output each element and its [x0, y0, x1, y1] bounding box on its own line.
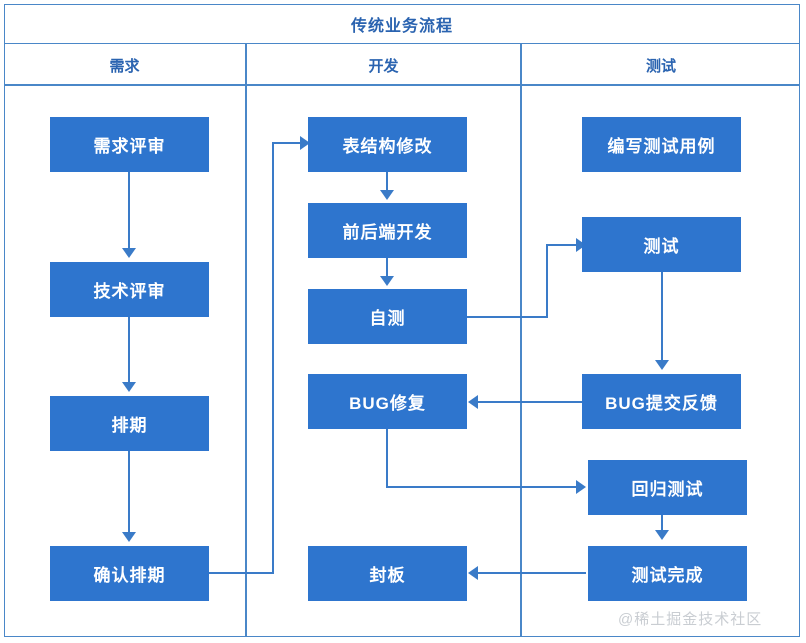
edge-line-schedule-to-confirm-schedule — [128, 451, 130, 534]
edge-arrow-confirm-schedule — [122, 532, 136, 542]
edge-arrow-test-complete — [655, 530, 669, 540]
diagram-title-row: 传统业务流程 — [4, 4, 800, 44]
node-self-test[interactable]: 自测 — [308, 289, 467, 344]
column-header-development: 开发 — [368, 57, 399, 75]
diagram-frame — [4, 4, 800, 637]
edge-arrow-self-test — [380, 276, 394, 286]
column-header-testing: 测试 — [645, 57, 676, 75]
edge-line-confirm-schedule-right — [208, 572, 274, 574]
node-schedule[interactable]: 排期 — [50, 396, 209, 451]
node-confirm-schedule[interactable]: 确认排期 — [50, 546, 209, 601]
node-seal-version[interactable]: 封板 — [308, 546, 467, 601]
edge-line-test-to-bug-report — [661, 272, 663, 362]
edge-line-self-test-right — [466, 316, 548, 318]
edge-arrow-tech-review — [122, 248, 136, 258]
node-bug-fix[interactable]: BUG修复 — [308, 374, 467, 429]
edge-line-bug-report-to-bug-fix — [478, 401, 584, 403]
column-divider-1 — [245, 44, 247, 637]
edge-line-self-test-into-test — [546, 244, 578, 246]
node-tech-review[interactable]: 技术评审 — [50, 262, 209, 317]
node-test-complete[interactable]: 测试完成 — [588, 546, 747, 601]
node-bug-report-feedback[interactable]: BUG提交反馈 — [582, 374, 741, 429]
edge-line-bug-fix-to-regression — [386, 486, 578, 488]
column-header-requirement: 需求 — [109, 57, 140, 75]
page-title: 传统业务流程 — [350, 17, 453, 35]
edge-line-regression-to-test-complete — [661, 514, 663, 532]
node-write-test-cases[interactable]: 编写测试用例 — [582, 117, 741, 172]
edge-line-table-change-to-fullstack-dev — [386, 172, 388, 192]
edge-arrow-schedule — [122, 382, 136, 392]
edge-line-test-complete-to-seal — [478, 572, 586, 574]
edge-arrow-table-change — [300, 136, 310, 150]
edge-line-fullstack-dev-to-self-test — [386, 258, 388, 278]
edge-arrow-bug-fix — [468, 395, 478, 409]
column-divider-2 — [520, 44, 522, 637]
edge-arrow-regression-test — [576, 480, 586, 494]
node-frontend-backend-dev[interactable]: 前后端开发 — [308, 203, 467, 258]
edge-line-self-test-up — [546, 244, 548, 318]
edge-line-bug-fix-down — [386, 429, 388, 487]
edge-line-confirm-schedule-into-table-change — [272, 142, 302, 144]
node-requirement-review[interactable]: 需求评审 — [50, 117, 209, 172]
node-table-structure-change[interactable]: 表结构修改 — [308, 117, 467, 172]
node-test[interactable]: 测试 — [582, 217, 741, 272]
edge-arrow-fullstack-dev — [380, 190, 394, 200]
edge-arrow-bug-report — [655, 360, 669, 370]
watermark: @稀土掘金技术社区 — [618, 611, 763, 628]
edge-arrow-seal — [468, 566, 478, 580]
edge-line-requirement-review-to-tech-review — [128, 172, 130, 250]
edge-line-confirm-schedule-up — [272, 142, 274, 574]
edge-arrow-test — [576, 238, 586, 252]
column-header-row: 需求 开发 测试 — [4, 44, 800, 86]
edge-line-tech-review-to-schedule — [128, 317, 130, 384]
node-regression-test[interactable]: 回归测试 — [588, 460, 747, 515]
